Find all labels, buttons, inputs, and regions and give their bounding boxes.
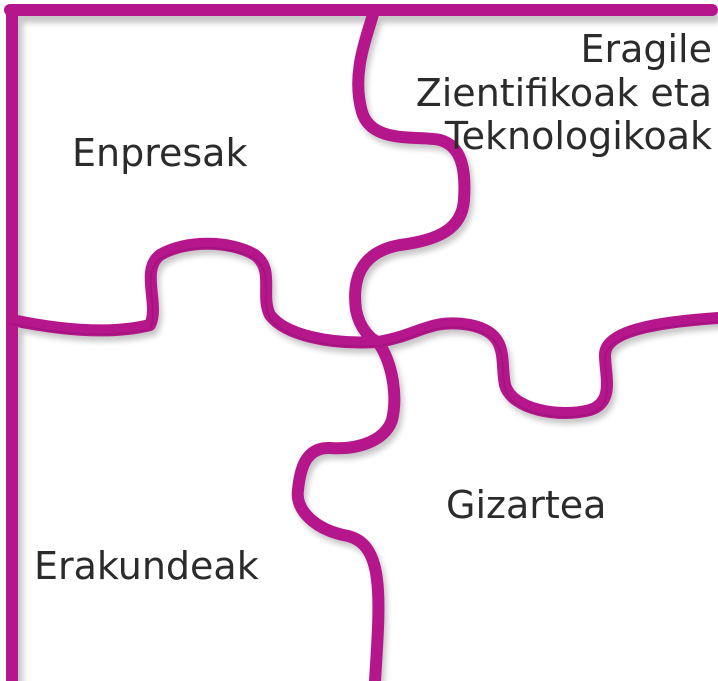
vertical-seam-top: [349, 4, 471, 348]
piece-label-top-right: Eragile Zientifikoak eta Teknologikoak: [415, 27, 712, 159]
piece-label-top-right-line-2: Zientifikoak eta: [415, 70, 712, 115]
puzzle-line-edges: [11, 247, 718, 418]
piece-label-bottom-left: Erakundeak: [34, 544, 259, 588]
puzzle-lines: [4, 4, 718, 681]
piece-label-top-right-line-3: Teknologikoak: [444, 114, 712, 159]
piece-label-bottom-right: Gizartea: [446, 483, 607, 527]
piece-label-top-right-line-1: Eragile: [580, 27, 712, 71]
piece-label-top-left: Enpresak: [72, 131, 248, 175]
vertical-seam-bottom: [291, 336, 401, 681]
